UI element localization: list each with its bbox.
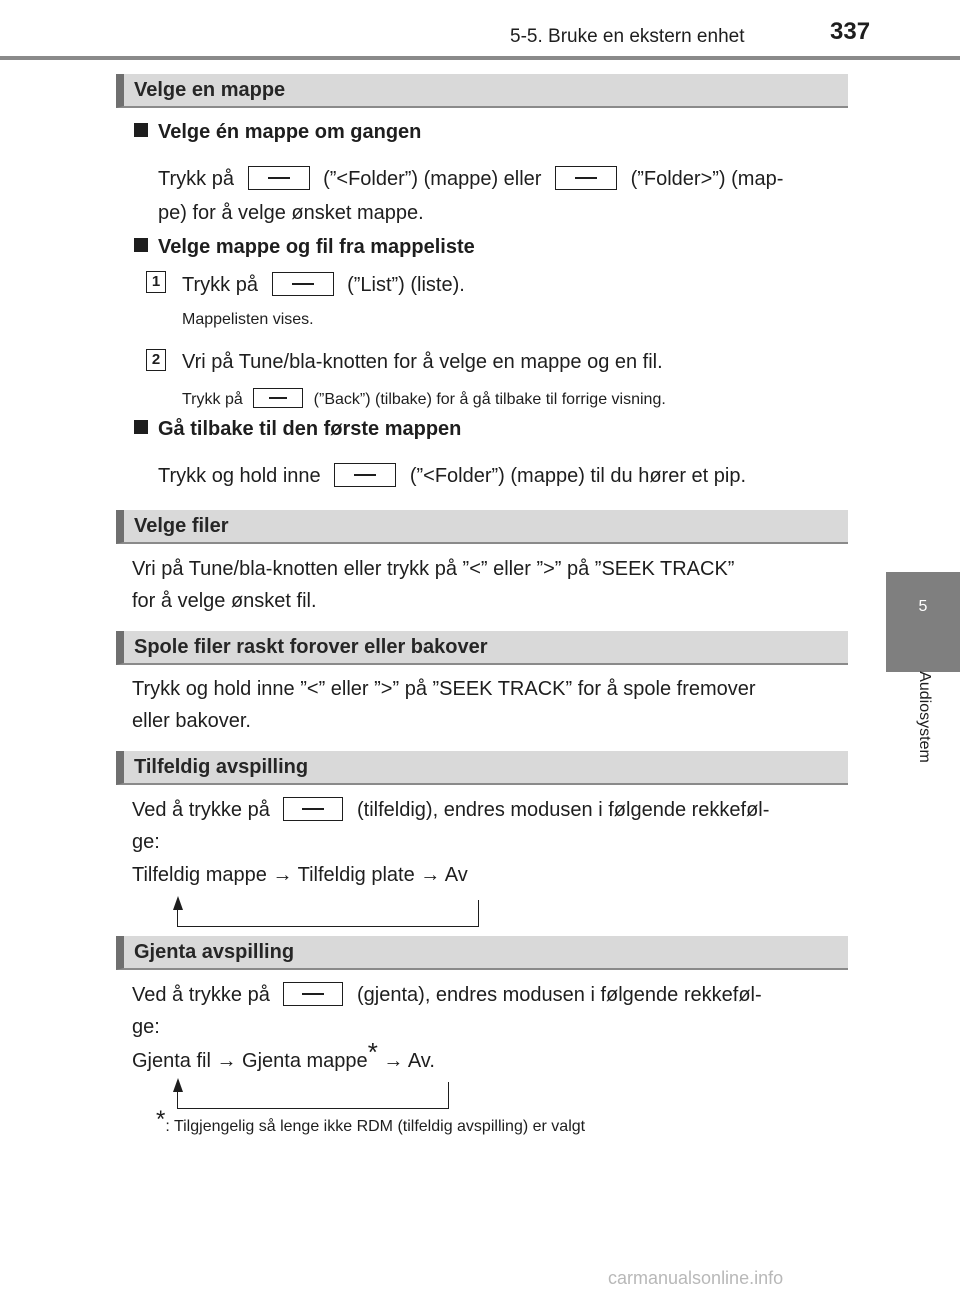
- folder-next-button-icon: [555, 166, 618, 190]
- text: (”<Folder”) (mappe) til du hører et pip.: [409, 465, 747, 487]
- step-2-badge: 2: [146, 349, 166, 371]
- section-heading-text: Gjenta avspilling: [134, 941, 295, 963]
- chapter-label: Audiosystem: [916, 671, 933, 763]
- text: Ved å trykke på: [132, 799, 270, 821]
- paragraph-spole-1: Trykk og hold inne ”<” eller ”>” på ”SEE…: [132, 678, 756, 700]
- paragraph-velge-filer-2: for å velge ønsket fil.: [132, 590, 317, 612]
- subheading-forste-mappe: Gå tilbake til den første mappen: [134, 418, 461, 441]
- random-sequence: Tilfeldig mappe → Tilfeldig plate → Av: [132, 864, 468, 886]
- section-heading-gjenta: Gjenta avspilling: [116, 936, 848, 970]
- subheading-mappeliste: Velge mappe og fil fra mappeliste: [134, 236, 475, 259]
- square-bullet-icon: [134, 238, 148, 252]
- section-heading-velge-mappe: Velge en mappe: [116, 74, 848, 108]
- repeat-sequence: Gjenta fil → Gjenta mappe* → Av.: [132, 1039, 435, 1078]
- step-number: 1: [146, 271, 166, 293]
- footnote: *: Tilgjengelig så lenge ikke RDM (tilfe…: [156, 1108, 586, 1136]
- folder-prev-button-icon: [334, 463, 397, 487]
- text: Trykk og hold inne: [158, 465, 321, 487]
- text: (”<Folder”) (mappe) eller: [323, 168, 542, 190]
- folder-prev-button-icon: [247, 166, 310, 190]
- loop-line: [177, 1082, 449, 1109]
- paragraph-spole-2: eller bakover.: [132, 710, 251, 732]
- text: (gjenta), endres modusen i følgende rekk…: [357, 984, 762, 1006]
- step-2-note: Trykk på (”Back”) (tilbake) for å gå til…: [182, 388, 666, 409]
- back-button-icon: [253, 388, 304, 408]
- text: (”Folder>”) (map-: [630, 168, 784, 190]
- text: Gjenta fil → Gjenta mappe: [132, 1050, 368, 1072]
- text: Trykk på: [182, 274, 258, 296]
- section-heading-velge-filer: Velge filer: [116, 510, 848, 544]
- loop-arrow-icon: [173, 1078, 183, 1092]
- text: Trykk på: [182, 391, 243, 408]
- loop-arrow-icon: [173, 896, 183, 910]
- paragraph-first-folder: Trykk og hold inne (”<Folder”) (mappe) t…: [158, 459, 746, 493]
- paragraph-folder-select: Trykk på (”<Folder”) (mappe) eller (”Fol…: [158, 162, 783, 196]
- paragraph-gjenta-2: ge:: [132, 1016, 160, 1038]
- header-divider: [0, 56, 960, 60]
- list-button-icon: [271, 272, 334, 296]
- step-number: 2: [146, 349, 166, 371]
- subheading-text: Velge én mappe om gangen: [158, 121, 422, 143]
- section-heading-spole: Spole filer raskt forover eller bakover: [116, 631, 848, 665]
- text: (tilfeldig), endres modusen i følgende r…: [357, 799, 770, 821]
- text: Ved å trykke på: [132, 984, 270, 1006]
- square-bullet-icon: [134, 123, 148, 137]
- repeat-button-icon: [283, 982, 344, 1006]
- paragraph-velge-filer-1: Vri på Tune/bla-knotten eller trykk på ”…: [132, 558, 735, 580]
- step-2-text: Vri på Tune/bla-knotten for å velge en m…: [182, 351, 663, 373]
- footnote-marker: *: [367, 1037, 378, 1067]
- step-1-note: Mappelisten vises.: [182, 311, 314, 328]
- square-bullet-icon: [134, 420, 148, 434]
- footnote-text: : Tilgjengelig så lenge ikke RDM (tilfel…: [165, 1118, 586, 1135]
- section-heading-text: Spole filer raskt forover eller bakover: [134, 636, 488, 658]
- chapter-tab: [886, 572, 960, 672]
- paragraph-gjenta-1: Ved å trykke på (gjenta), endres modusen…: [132, 978, 762, 1012]
- paragraph-tilfeldig-1: Ved å trykke på (tilfeldig), endres modu…: [132, 793, 769, 827]
- section-heading-text: Tilfeldig avspilling: [134, 756, 309, 778]
- subheading-text: Gå tilbake til den første mappen: [158, 418, 462, 440]
- text: (”Back”) (tilbake) for å gå tilbake til …: [313, 391, 666, 408]
- section-heading-tilfeldig: Tilfeldig avspilling: [116, 751, 848, 785]
- footnote-marker: *: [156, 1106, 166, 1133]
- random-button-icon: [283, 797, 344, 821]
- watermark: carmanualsonline.info: [608, 1268, 784, 1288]
- section-heading-text: Velge en mappe: [134, 79, 286, 101]
- section-heading-text: Velge filer: [134, 515, 229, 537]
- section-reference: 5-5. Bruke en ekstern enhet: [510, 26, 745, 47]
- loop-line: [177, 900, 479, 927]
- step-1-badge: 1: [146, 271, 166, 293]
- chapter-number: 5: [918, 598, 928, 615]
- subheading-velge-en-mappe: Velge én mappe om gangen: [134, 121, 421, 144]
- subheading-text: Velge mappe og fil fra mappeliste: [158, 236, 475, 258]
- paragraph-folder-select-cont: pe) for å velge ønsket mappe.: [158, 202, 424, 224]
- text: Trykk på: [158, 168, 234, 190]
- text: (”List”) (liste).: [347, 274, 465, 296]
- text: → Av.: [383, 1050, 435, 1072]
- step-1-text: Trykk på (”List”) (liste).: [182, 268, 465, 302]
- page-number: 337: [830, 18, 871, 45]
- paragraph-tilfeldig-2: ge:: [132, 831, 160, 853]
